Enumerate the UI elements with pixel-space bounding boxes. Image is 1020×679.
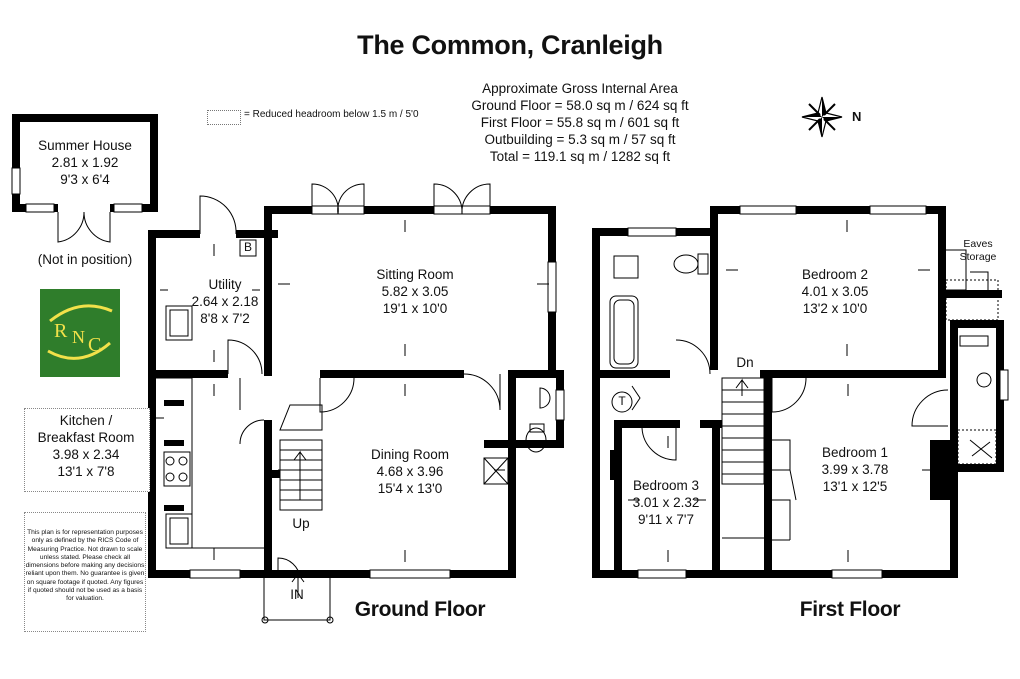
legend-text: = Reduced headroom below 1.5 m / 5'0: [244, 109, 419, 120]
sitting-room-imperial: 19'1 x 10'0: [382, 301, 448, 316]
eaves-label-1: Eaves: [963, 238, 993, 250]
bedroom-1-imperial: 13'1 x 12'5: [822, 479, 888, 494]
agency-logo: R N C: [40, 289, 120, 377]
kitchen-name-2: Breakfast Room: [37, 430, 135, 445]
bedroom-2-name: Bedroom 2: [801, 267, 869, 282]
eaves-storage-label: Eaves Storage: [950, 238, 1006, 264]
dining-room-label: Dining Room 4.68 x 3.96 15'4 x 13'0: [350, 446, 470, 497]
compass-icon: [800, 95, 844, 139]
summer-house-note: (Not in position): [37, 252, 133, 267]
kitchen-imperial: 13'1 x 7'8: [57, 464, 115, 479]
kitchen-name-1: Kitchen /: [59, 413, 113, 428]
eaves-label-2: Storage: [959, 251, 997, 263]
summer-house-label: Summer House 2.81 x 1.92 9'3 x 6'4: [20, 137, 150, 188]
first-floor-label: First Floor: [799, 598, 901, 621]
first-floor-stairs: [721, 377, 765, 485]
bedroom-1-metric: 3.99 x 3.78: [821, 462, 889, 477]
summer-house-walls: [11, 114, 158, 243]
area-total: Total = 119.1 sq m / 1282 sq ft: [489, 149, 671, 164]
bedroom-3-label: Bedroom 3 3.01 x 2.32 9'11 x 7'7: [606, 477, 726, 528]
stairs-up-marker: Up: [292, 516, 310, 531]
svg-text:R: R: [54, 320, 68, 342]
bedroom-3-metric: 3.01 x 2.32: [632, 495, 700, 510]
dining-room-metric: 4.68 x 3.96: [376, 464, 444, 479]
svg-text:C: C: [88, 334, 101, 356]
area-first: First Floor = 55.8 sq m / 601 sq ft: [480, 115, 680, 130]
bedroom-2-metric: 4.01 x 3.05: [801, 284, 869, 299]
disclaimer-text: This plan is for representation purposes…: [24, 512, 146, 632]
bedroom-3-imperial: 9'11 x 7'7: [638, 512, 694, 527]
bedroom-1-label: Bedroom 1 3.99 x 3.78 13'1 x 12'5: [790, 444, 920, 495]
bedroom-3-name: Bedroom 3: [632, 478, 700, 493]
boiler-box: [239, 239, 257, 257]
area-heading: Approximate Gross Internal Area: [482, 81, 678, 96]
summer-house-imperial: 9'3 x 6'4: [60, 172, 110, 187]
bedroom-2-imperial: 13'2 x 10'0: [802, 301, 868, 316]
stairs-down-marker: Dn: [736, 355, 754, 370]
svg-text:N: N: [72, 327, 85, 347]
utility-label: Utility 2.64 x 2.18 8'8 x 7'2: [180, 276, 270, 327]
summer-house-metric: 2.81 x 1.92: [51, 155, 119, 170]
kitchen-callout: [24, 408, 150, 492]
sitting-room-name: Sitting Room: [376, 267, 454, 282]
area-ground: Ground Floor = 58.0 sq m / 624 sq ft: [471, 98, 689, 113]
dining-room-imperial: 15'4 x 13'0: [377, 481, 443, 496]
utility-metric: 2.64 x 2.18: [191, 294, 259, 309]
legend-swatch: [207, 110, 241, 125]
bedroom-2-label: Bedroom 2 4.01 x 3.05 13'2 x 10'0: [770, 266, 900, 317]
area-summary: Approximate Gross Internal Area Ground F…: [440, 80, 720, 165]
tank-marker: T: [618, 394, 626, 408]
utility-name: Utility: [208, 277, 242, 292]
first-floor-windows: [627, 205, 1009, 579]
ground-floor-windows: [189, 205, 565, 579]
ground-floor-walls: [148, 206, 564, 578]
compass-north-label: N: [852, 109, 862, 124]
sitting-room-metric: 5.82 x 3.05: [381, 284, 449, 299]
summer-house-name: Summer House: [38, 138, 132, 153]
sitting-room-label: Sitting Room 5.82 x 3.05 19'1 x 10'0: [350, 266, 480, 317]
page-title: The Common, Cranleigh: [357, 30, 663, 60]
entrance-marker: IN: [290, 587, 304, 602]
kitchen-label: Kitchen / Breakfast Room 3.98 x 2.34 13'…: [24, 412, 148, 480]
boiler-marker: B: [243, 240, 252, 254]
bedroom-1-name: Bedroom 1: [821, 445, 889, 460]
utility-imperial: 8'8 x 7'2: [200, 311, 250, 326]
ground-stairs: [279, 404, 323, 511]
area-outbuilding: Outbuilding = 5.3 sq m / 57 sq ft: [484, 132, 676, 147]
dining-room-name: Dining Room: [370, 447, 450, 462]
ground-floor-label: Ground Floor: [354, 598, 486, 621]
kitchen-metric: 3.98 x 2.34: [52, 447, 120, 462]
